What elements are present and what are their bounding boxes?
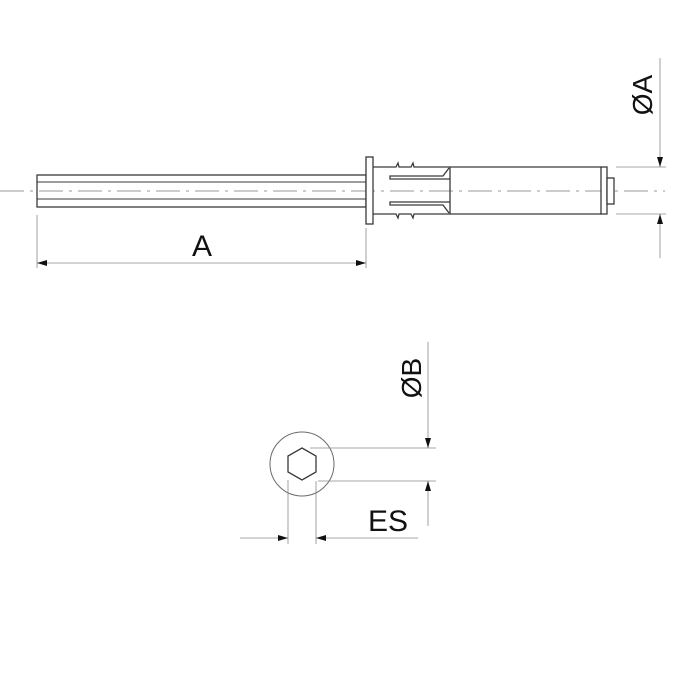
flange: [365, 156, 374, 225]
sleeve: [373, 161, 615, 220]
dimension-hex-size: ES: [240, 480, 418, 544]
side-view: A ØA: [0, 58, 666, 268]
head-circle: [269, 431, 335, 497]
dimension-head-diameter: ØB: [310, 342, 436, 526]
dimension-label-a: A: [192, 230, 212, 263]
dimension-label-head-diameter: ØB: [396, 358, 427, 398]
dimension-label-hex-size: ES: [368, 505, 408, 538]
dimension-a: A: [36, 215, 367, 268]
dimension-label-outer-diameter: ØA: [627, 74, 658, 115]
hex-socket: [287, 447, 317, 481]
dimension-outer-diameter: ØA: [616, 58, 666, 258]
end-view: ØB ES: [240, 342, 436, 544]
